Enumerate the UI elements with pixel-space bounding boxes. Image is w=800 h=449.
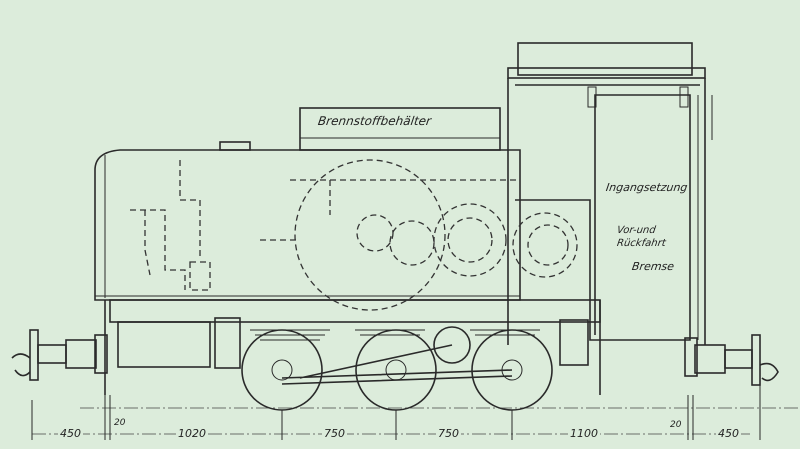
- frame-box: [117, 321, 211, 368]
- brake-label: Bremse: [631, 260, 675, 273]
- buffer-left: [11, 329, 108, 381]
- dimension-8: 450: [716, 427, 741, 440]
- direction-label-2: Rückfahrt: [616, 238, 667, 249]
- filler-cap: [219, 141, 251, 151]
- dimension-1: 450: [58, 427, 83, 440]
- dimension-6: 1100: [568, 427, 600, 440]
- startup-label: Ingangsetzung: [605, 181, 689, 194]
- fuel-tank-box: [299, 107, 501, 151]
- buffer-right: [684, 334, 779, 386]
- dimension-2: 20: [112, 418, 128, 428]
- dimension-7: 20: [668, 420, 684, 430]
- dimension-lines: [31, 385, 761, 440]
- direction-label-1: Vor-und: [616, 225, 657, 236]
- dimension-3: 1020: [176, 427, 208, 440]
- dimension-5: 750: [436, 427, 461, 440]
- wheel-2: [355, 329, 437, 411]
- wheel-1: [241, 329, 323, 411]
- cab-roof: [517, 42, 693, 76]
- dimension-4: 750: [322, 427, 347, 440]
- fuel-tank-label: Brennstoffbehälter: [317, 114, 433, 128]
- frame: [109, 299, 601, 323]
